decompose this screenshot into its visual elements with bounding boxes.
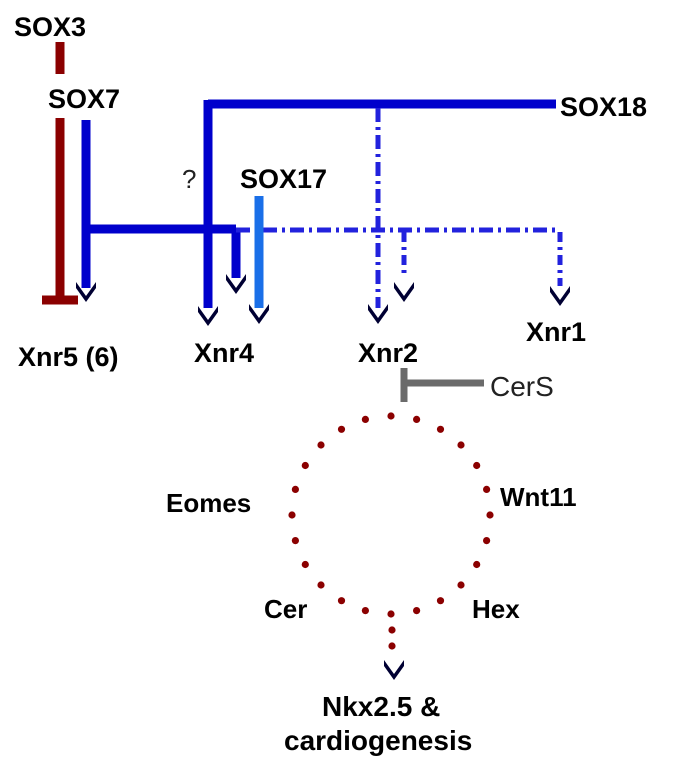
dotted-regulatory-circle: [288, 412, 494, 650]
cers-label: CerS: [490, 371, 554, 402]
ring-dot: [413, 415, 421, 423]
ring-dot: [457, 441, 465, 449]
ring-dot: [288, 511, 296, 519]
ring-dot: [337, 425, 346, 433]
ring-dot: [361, 607, 369, 615]
arrowhead-xnr2-sox7: [394, 282, 414, 302]
ring-dot: [457, 581, 465, 589]
ring-dot: [337, 597, 346, 605]
ring-dot: [301, 461, 309, 470]
xnr1-label: Xnr1: [526, 317, 586, 347]
output-label-line2: cardiogenesis: [284, 725, 472, 756]
cer-label: Cer: [264, 594, 307, 624]
ring-dot: [387, 412, 395, 420]
uncertain-link-label: ?: [182, 164, 196, 194]
arrowhead-xnr4-sox18: [198, 306, 218, 326]
eomes-label: Eomes: [166, 488, 251, 518]
ring-dot: [301, 560, 309, 569]
ring-dot: [436, 425, 445, 433]
ring-dot: [473, 560, 481, 569]
sox17-label: SOX17: [240, 164, 327, 194]
xnr4-label: Xnr4: [194, 338, 254, 368]
ring-dot: [486, 511, 494, 519]
xnr2-label: Xnr2: [358, 338, 418, 368]
stem-dot: [388, 626, 396, 634]
arrowhead-nkx25: [384, 660, 404, 680]
ring-dot: [361, 415, 369, 423]
sox7-activation-lines: [81, 120, 563, 288]
xnr5-label: Xnr5 (6): [18, 342, 119, 372]
sox3-label: SOX3: [14, 12, 86, 42]
ring-dot: [436, 597, 445, 605]
ring-dot: [291, 537, 299, 545]
ring-dot: [291, 485, 299, 493]
wnt11-label: Wnt11: [500, 482, 577, 512]
sox3-xnr5-inhibition: [42, 42, 78, 305]
ring-dot: [413, 607, 421, 615]
ring-dot: [387, 610, 395, 618]
output-label-line1: Nkx2.5 &: [322, 691, 440, 722]
ring-dot: [483, 485, 491, 493]
hex-label: Hex: [472, 594, 520, 624]
ring-dot: [483, 537, 491, 545]
ring-dot: [473, 461, 481, 470]
arrowhead-xnr1: [550, 286, 570, 306]
ring-dot: [317, 581, 325, 589]
stem-dot: [388, 642, 396, 650]
ring-dot: [317, 441, 325, 449]
sox18-label: SOX18: [560, 92, 647, 122]
cers-inhibition: [400, 368, 484, 402]
sox18-activation-lines: [203, 99, 556, 308]
sox7-label: SOX7: [48, 84, 120, 114]
